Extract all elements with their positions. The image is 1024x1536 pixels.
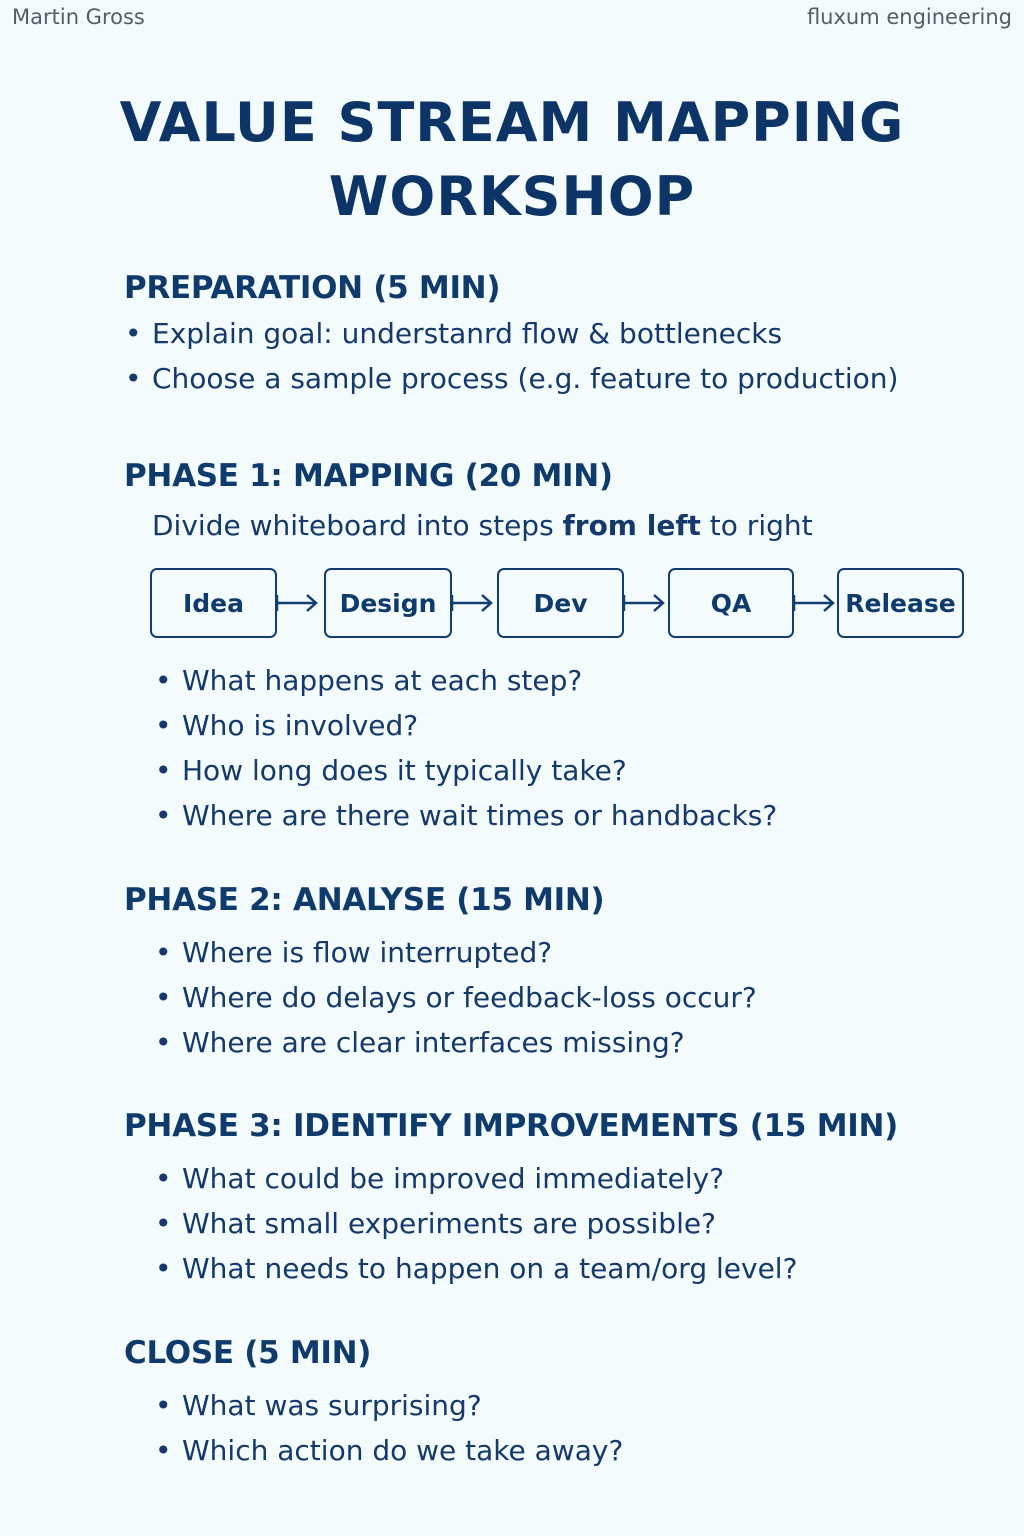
list-item: Where are there wait times or handbacks? (155, 793, 1004, 838)
flow-step-dev: Dev (497, 568, 624, 638)
list-item: Where do delays or feedback-loss occur? (155, 975, 1004, 1020)
list-item: What small experiments are possible? (155, 1201, 1004, 1246)
list-item: What could be improved immediately? (155, 1156, 1004, 1201)
flow-step-release: Release (837, 568, 964, 638)
list-item: Who is involved? (155, 703, 1004, 748)
preparation-list: Explain goal: understanrd flow & bottlen… (124, 311, 1004, 401)
phase2-list: Where is flow interrupted? Where do dela… (124, 930, 1004, 1065)
flow-step-qa: QA (668, 568, 794, 638)
phase1-intro-end: to right (700, 509, 813, 542)
close-list: What was surprising? Which action do we … (124, 1383, 1004, 1473)
flow-step-idea: Idea (150, 568, 277, 638)
section-close: CLOSE (5 MIN) What was surprising? Which… (124, 1333, 1004, 1473)
page-title-line1: VALUE STREAM MAPPING (119, 91, 905, 154)
flow-arrow-icon (624, 594, 665, 612)
phase1-intro: Divide whiteboard into steps from left t… (124, 506, 1004, 546)
section-preparation: PREPARATION (5 MIN) Explain goal: unders… (124, 268, 1004, 401)
flow-arrow-icon (794, 594, 835, 612)
phase1-intro-start: Divide whiteboard into steps (152, 509, 563, 542)
list-item: Explain goal: understanrd flow & bottlen… (125, 311, 1004, 356)
organization-name: fluxum engineering (806, 5, 1012, 29)
phase1-list: What happens at each step? Who is involv… (124, 658, 1004, 838)
section-heading-preparation: PREPARATION (5 MIN) (124, 270, 501, 306)
list-item: What needs to happen on a team/org level… (155, 1246, 1004, 1291)
list-item: What was surprising? (155, 1383, 1004, 1428)
list-item: Choose a sample process (e.g. feature to… (125, 356, 1004, 401)
list-item: Which action do we take away? (155, 1428, 1004, 1473)
section-heading-phase2: PHASE 2: ANALYSE (15 MIN) (124, 882, 605, 918)
flow-arrow-icon (277, 594, 318, 612)
section-phase1-questions: What happens at each step? Who is involv… (124, 658, 1004, 838)
section-phase1: PHASE 1: MAPPING (20 MIN) Divide whitebo… (124, 456, 1004, 546)
section-heading-phase3: PHASE 3: IDENTIFY IMPROVEMENTS (15 MIN) (124, 1108, 898, 1144)
phase1-intro-emphasis: from left (562, 509, 701, 542)
list-item: Where is flow interrupted? (155, 930, 1004, 975)
page-title-line2: WORKSHOP (328, 165, 696, 228)
process-flow-diagram: Idea Design Dev QA Release (150, 568, 970, 642)
phase3-list: What could be improved immediately? What… (124, 1156, 1004, 1291)
section-heading-close: CLOSE (5 MIN) (124, 1335, 372, 1371)
author-name: Martin Gross (12, 5, 145, 29)
flow-step-design: Design (324, 568, 452, 638)
list-item: What happens at each step? (155, 658, 1004, 703)
section-phase3: PHASE 3: IDENTIFY IMPROVEMENTS (15 MIN) … (124, 1106, 1004, 1291)
section-heading-phase1: PHASE 1: MAPPING (20 MIN) (124, 458, 613, 494)
section-phase2: PHASE 2: ANALYSE (15 MIN) Where is flow … (124, 880, 1004, 1065)
flow-arrow-icon (452, 594, 493, 612)
page-title: VALUE STREAM MAPPING WORKSHOP (0, 86, 1024, 234)
list-item: How long does it typically take? (155, 748, 1004, 793)
list-item: Where are clear interfaces missing? (155, 1020, 1004, 1065)
